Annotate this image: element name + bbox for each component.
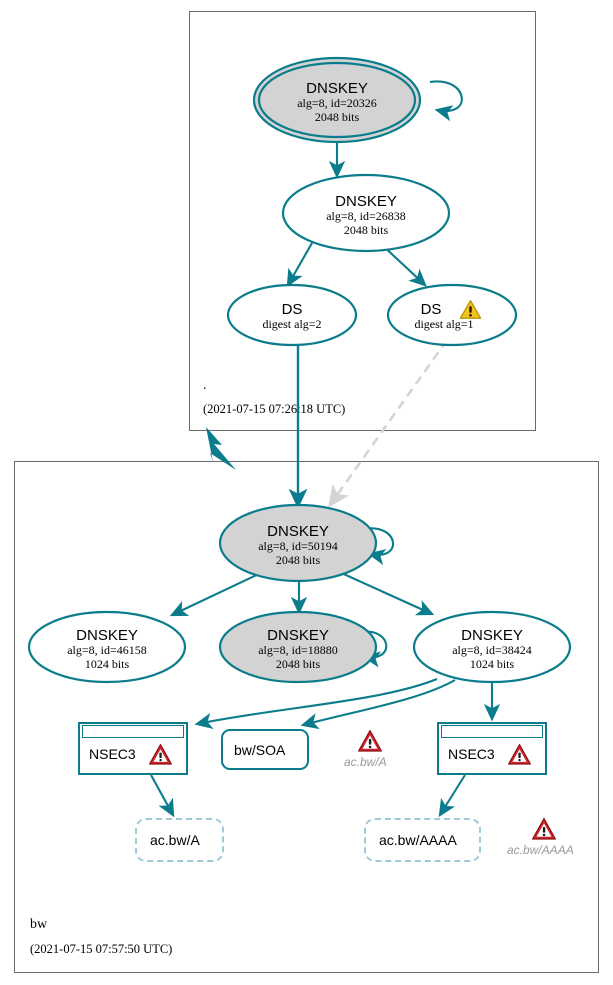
node-title-ac-bw-aaaa: ac.bw/AAAA — [379, 832, 457, 848]
edge-bw-ksk-to-key-46158 — [169, 570, 266, 617]
node-shape-bw-ksk — [218, 503, 378, 583]
edge-self-loop-bw-ksk — [363, 527, 395, 566]
node-shape-ds-alg1 — [386, 283, 518, 347]
zone-label-bw-timestamp: (2021-07-15 07:57:50 UTC) — [30, 942, 173, 956]
zone-box-bw — [14, 461, 599, 973]
edge-root-zsk-to-ds-alg2 — [286, 242, 313, 288]
warning-red-icon-nsec3-left — [149, 744, 172, 765]
edge-ds-alg1-to-bw-ksk — [328, 339, 449, 508]
warning-red-icon-ac-bw-a — [358, 730, 382, 752]
node-nsec3-left-header-strip — [82, 725, 184, 738]
warning-red-icon-ac-bw-aaaa — [532, 818, 556, 840]
node-title-nsec3-right: NSEC3 — [448, 746, 495, 762]
node-shape-root-ksk-inner — [257, 61, 417, 139]
zone-label-bw-name: bw — [30, 917, 48, 932]
zone-box-root — [189, 11, 536, 431]
zone-label-root-name: . — [203, 378, 207, 393]
warning-label-ac-bw-aaaa: ac.bw/AAAA — [507, 843, 574, 857]
edge-bw-ksk-to-key-38424 — [336, 570, 435, 616]
warning-label-ac-bw-a: ac.bw/A — [344, 755, 387, 769]
edge-key-38424-to-bw-soa — [300, 679, 456, 730]
zone-label-root-timestamp: (2021-07-15 07:26:18 UTC) — [203, 402, 346, 416]
node-shape-key-18880 — [218, 610, 378, 684]
node-shape-key-46158 — [27, 610, 187, 684]
edge-key-38424-to-nsec3-left — [194, 678, 438, 729]
node-bw-soa — [221, 729, 309, 770]
edge-nsec3-right-to-ac-bw-aaaa — [438, 774, 466, 818]
edge-self-loop-root-ksk — [429, 80, 463, 122]
node-shape-ds-alg2 — [226, 283, 358, 347]
node-shape-root-zsk — [281, 173, 451, 253]
node-ac-bw-a — [135, 818, 224, 862]
node-shape-key-38424 — [412, 610, 572, 684]
node-ac-bw-aaaa — [364, 818, 481, 862]
node-nsec3-right-header-strip — [441, 725, 543, 738]
node-title-nsec3-left: NSEC3 — [89, 746, 136, 762]
node-title-ac-bw-a: ac.bw/A — [150, 832, 200, 848]
warning-red-icon-nsec3-right — [508, 744, 531, 765]
edge-zone-delegation-root-to-bw — [206, 427, 236, 470]
node-title-bw-soa: bw/SOA — [234, 742, 286, 758]
edge-nsec3-left-to-ac-bw-a — [150, 774, 175, 818]
warning-yellow-icon-ds-alg1 — [459, 299, 482, 319]
